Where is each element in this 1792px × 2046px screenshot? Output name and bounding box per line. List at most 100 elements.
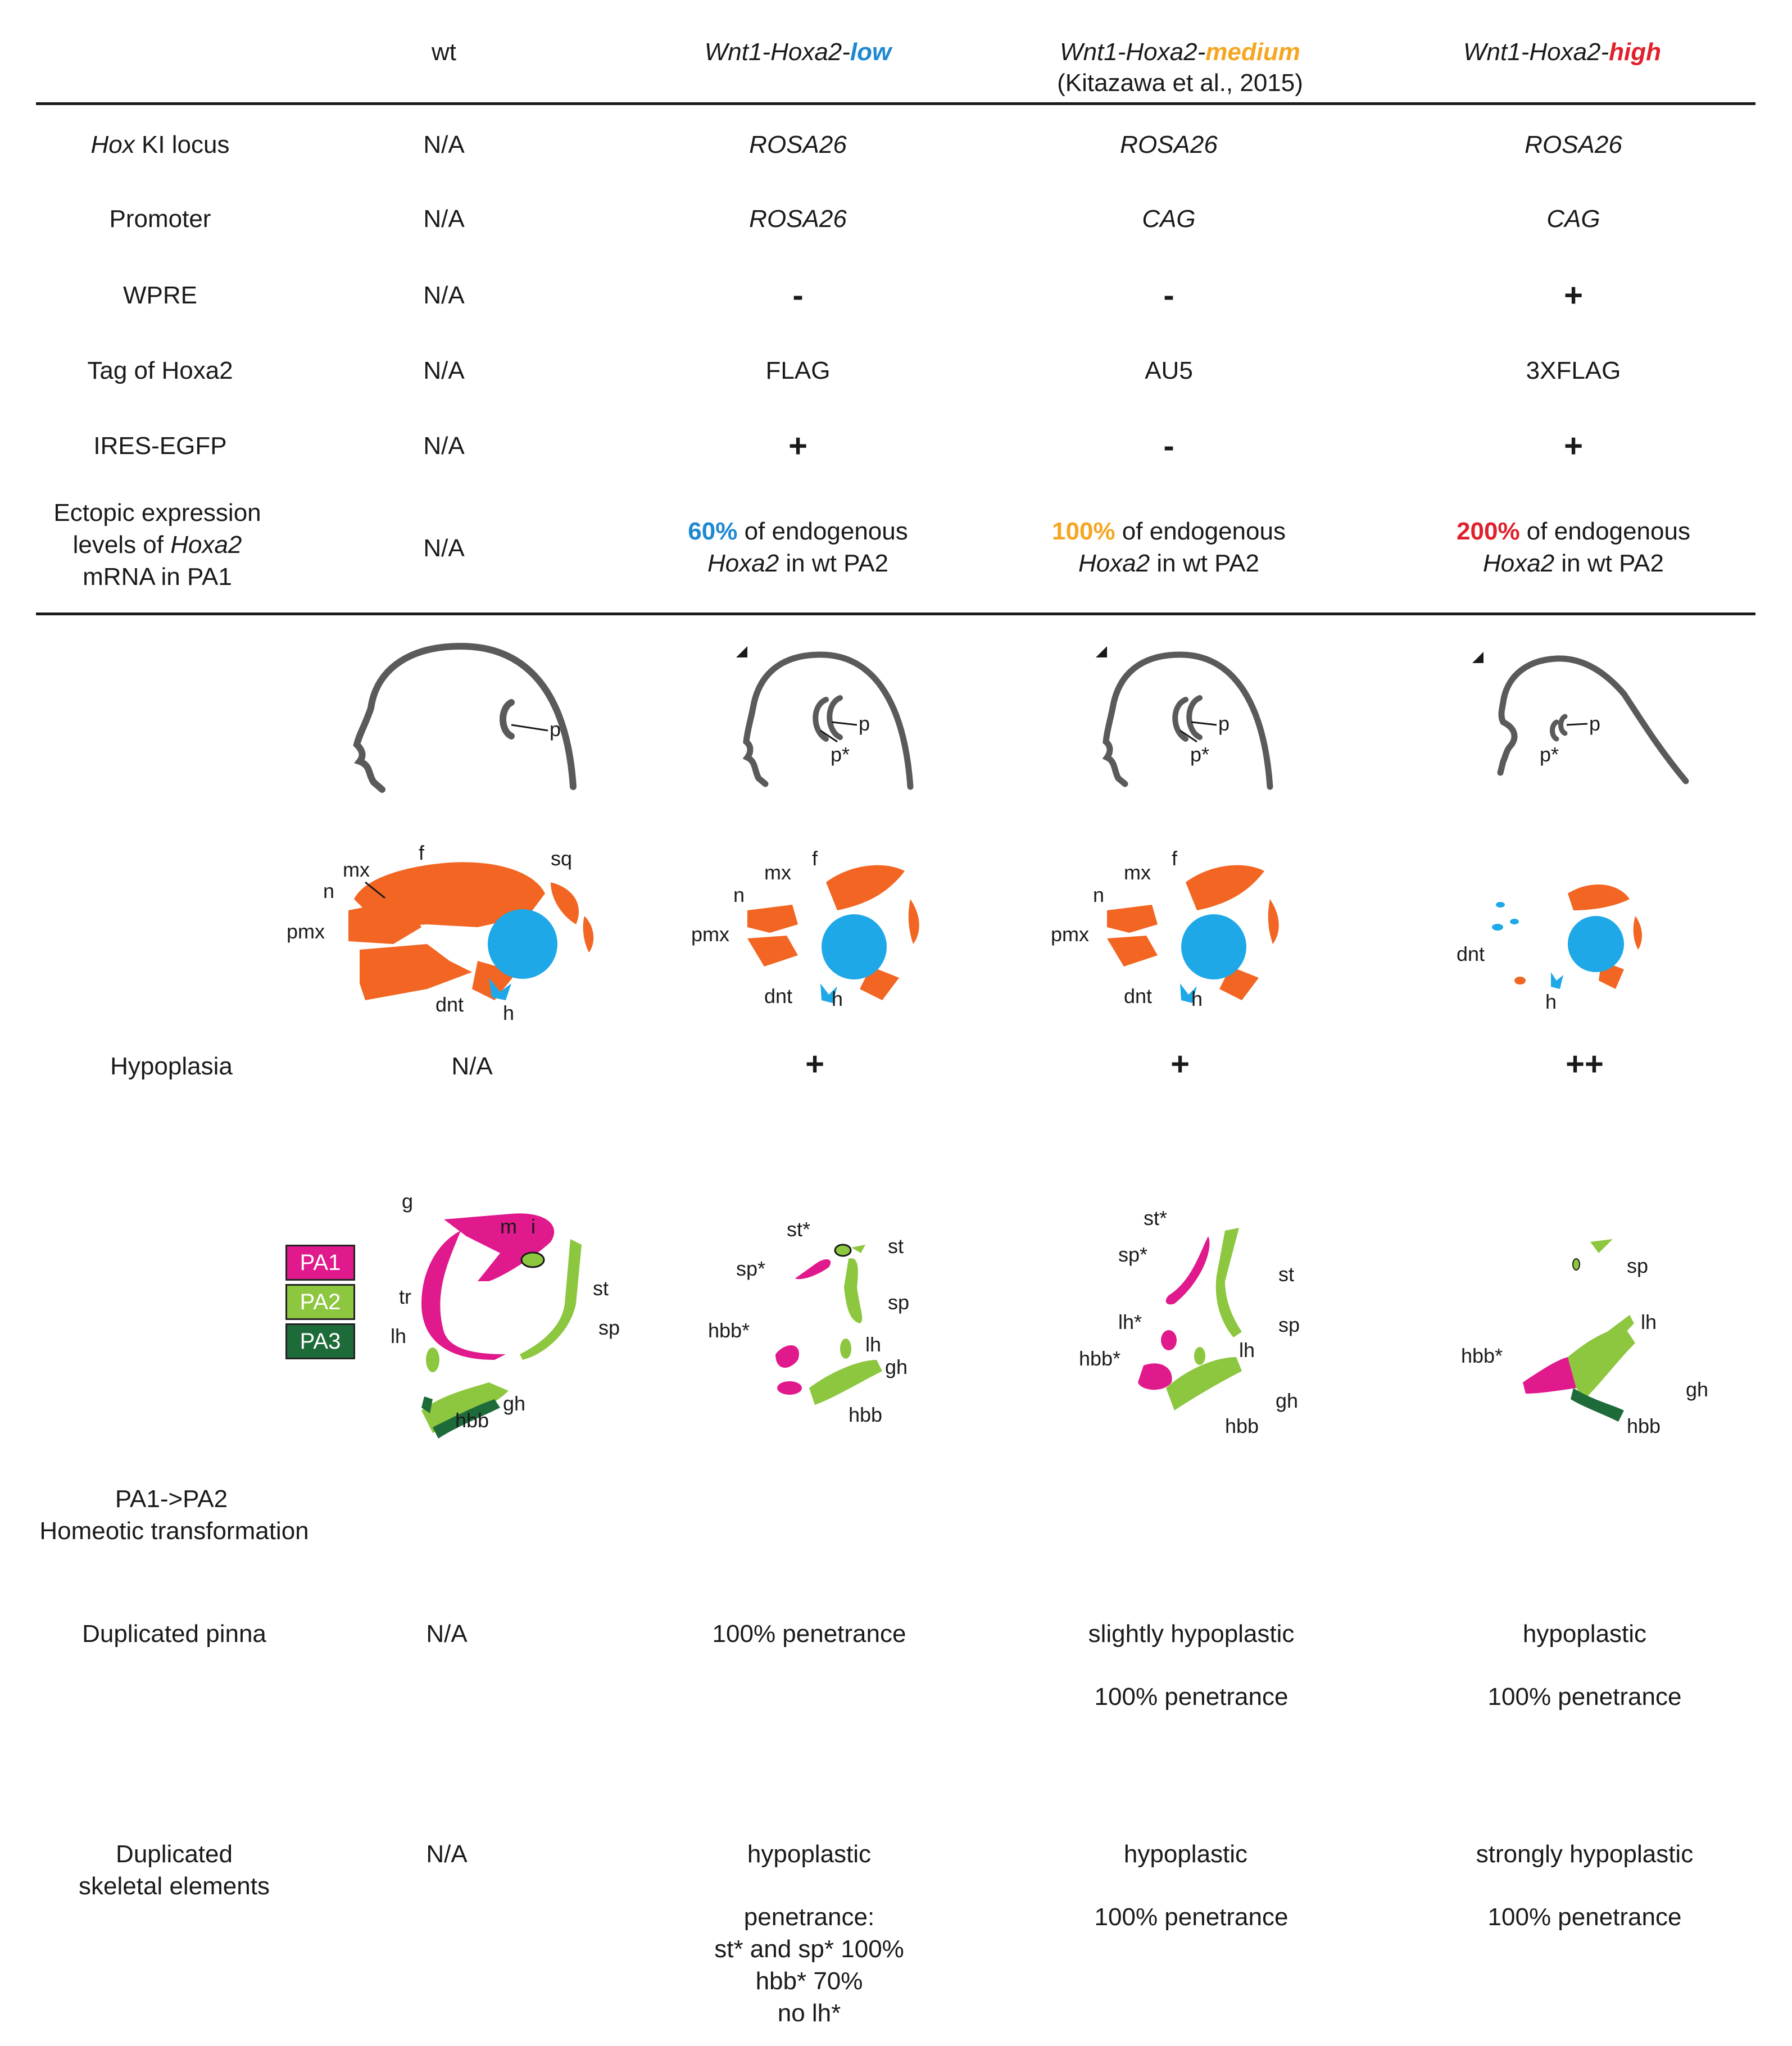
- arch-low-hbbdup: hbb*: [708, 1319, 750, 1342]
- row-pinna-high-a: hypoplastic: [1522, 1620, 1647, 1648]
- row-hox-ki-label-italic: Hox: [90, 131, 135, 158]
- arch-wt: g m i tr st sp lh gh hbb: [391, 1190, 620, 1439]
- row-hypoplasia-high: ++: [1566, 1046, 1604, 1082]
- row-ires-medium: -: [1163, 428, 1174, 464]
- row-ectopic-high-gene: Hoxa2: [1482, 550, 1555, 577]
- row-ires-low: +: [788, 428, 807, 464]
- arch-wt-g: g: [402, 1190, 413, 1213]
- header-high-suffix: high: [1609, 38, 1662, 66]
- row-wpre-high: +: [1564, 277, 1583, 314]
- skull-medium-f: f: [1172, 847, 1178, 870]
- skull-medium-dnt: dnt: [1124, 985, 1152, 1008]
- head-low-p-label: p: [859, 712, 870, 735]
- row-ectopic-high-1: 200% of endogenous: [1410, 516, 1736, 547]
- head-low-pdup-label: p*: [831, 743, 850, 766]
- row-homeotic-label-1: PA1->PA2: [115, 1485, 228, 1513]
- row-ectopic-high-2: Hoxa2 in wt PA2: [1410, 548, 1736, 579]
- header-medium-suffix: medium: [1205, 38, 1300, 66]
- row-pinna-wt: N/A: [426, 1620, 468, 1648]
- row-ectopic-low-of: of endogenous: [737, 518, 908, 545]
- row-ectopic-label-2a: levels of: [72, 531, 171, 559]
- header-low-suffix: low: [850, 38, 892, 66]
- skull-low-f: f: [812, 847, 818, 870]
- row-ectopic-medium-pct: 100%: [1052, 518, 1115, 545]
- row-skeletal-medium-b: 100% penetrance: [1094, 1903, 1289, 1931]
- row-hypoplasia-low: +: [805, 1046, 824, 1082]
- row-skeletal-low-b3: hbb* 70%: [755, 1967, 863, 1995]
- row-tag-low: FLAG: [765, 357, 831, 384]
- arch-high-hbb: hbb: [1627, 1414, 1661, 1437]
- row-pinna-label: Duplicated pinna: [82, 1620, 266, 1648]
- row-hox-ki-label-rest: KI locus: [134, 131, 230, 158]
- arch-low-hbb: hbb: [849, 1403, 882, 1426]
- skull-medium-h: h: [1191, 987, 1203, 1010]
- arch-medium-gh: gh: [1276, 1389, 1298, 1412]
- row-ectopic-high-of: of endogenous: [1519, 518, 1690, 545]
- header-low-prefix: Wnt1-Hoxa2-: [704, 38, 850, 66]
- legend-pa2: PA2: [285, 1284, 355, 1320]
- row-promoter-label: Promoter: [109, 205, 211, 233]
- arch-wt-gh: gh: [503, 1392, 525, 1415]
- row-skeletal-low-b4: no lh*: [777, 1999, 841, 2027]
- skull-low-n: n: [733, 883, 745, 906]
- skull-medium-n: n: [1093, 883, 1104, 906]
- header-wt: wt: [432, 38, 456, 66]
- arch-medium-sp: sp: [1278, 1313, 1300, 1336]
- row-skeletal-high-b: 100% penetrance: [1487, 1903, 1682, 1931]
- row-ectopic-high-in: in wt PA2: [1554, 550, 1664, 577]
- row-wpre-low: -: [792, 277, 804, 314]
- header-high: Wnt1-Hoxa2-high: [1439, 37, 1686, 68]
- row-skeletal-low-b2: st* and sp* 100%: [714, 1935, 904, 1963]
- arch-wt-tr: tr: [399, 1285, 411, 1308]
- skull-high-h: h: [1545, 990, 1557, 1013]
- skull-low-pmx: pmx: [691, 923, 729, 946]
- skull-wt-h: h: [503, 1001, 514, 1024]
- row-skeletal-label-2: skeletal elements: [79, 1872, 270, 1900]
- row-pinna-low: 100% penetrance: [712, 1620, 906, 1648]
- row-skeletal-low-b1: penetrance:: [743, 1903, 875, 1931]
- row-homeotic-label-2: Homeotic transformation: [39, 1517, 309, 1545]
- skull-wt-dnt: dnt: [435, 993, 464, 1016]
- arch-medium-lh: lh: [1239, 1339, 1255, 1362]
- head-outline-low: p p*: [736, 646, 914, 790]
- skull-medium: mx f n pmx dnt h: [1051, 847, 1279, 1010]
- row-ectopic-low-gene: Hoxa2: [707, 550, 779, 577]
- head-medium-pdup-label: p*: [1190, 743, 1209, 766]
- arch-low-spdup: sp*: [736, 1257, 765, 1280]
- row-promoter-wt: N/A: [423, 205, 465, 233]
- row-hox-ki-low: ROSA26: [749, 131, 847, 158]
- row-ectopic-medium-of: of endogenous: [1115, 518, 1286, 545]
- arch-medium-hbb: hbb: [1225, 1414, 1259, 1437]
- head-high-pdup-label: p*: [1540, 743, 1559, 766]
- arch-medium-stdup: st*: [1144, 1206, 1167, 1230]
- head-outline-medium: p p*: [1096, 646, 1273, 790]
- head-wt-p-label: p: [550, 718, 561, 741]
- row-ectopic-medium-gene: Hoxa2: [1078, 550, 1150, 577]
- row-wpre-wt: N/A: [423, 282, 465, 309]
- arch-medium-hbbdup: hbb*: [1079, 1347, 1120, 1370]
- row-tag-wt: N/A: [423, 357, 465, 384]
- arch-high: sp lh hbb* gh hbb: [1461, 1239, 1708, 1437]
- arch-high-sp: sp: [1627, 1254, 1648, 1277]
- row-skeletal-low-a: hypoplastic: [747, 1840, 872, 1868]
- row-hox-ki-wt: N/A: [423, 131, 465, 158]
- arch-low-sp: sp: [888, 1291, 909, 1314]
- row-pinna-high-b: 100% penetrance: [1487, 1683, 1682, 1711]
- row-hox-ki-label: Hox KI locus: [34, 129, 287, 161]
- arch-wt-lh: lh: [391, 1324, 406, 1348]
- skull-wt-mx: mx: [343, 858, 370, 881]
- arch-medium: st* sp* st sp lh* lh hbb* gh hbb: [1079, 1206, 1300, 1437]
- header-medium: Wnt1-Hoxa2-medium: [1034, 37, 1326, 68]
- arch-low-st: st: [888, 1235, 904, 1258]
- row-skeletal-medium-a: hypoplastic: [1123, 1840, 1248, 1868]
- skull-wt: mx f sq n pmx dnt h: [287, 841, 594, 1024]
- skull-wt-f: f: [419, 841, 425, 864]
- row-pinna-medium-b: 100% penetrance: [1094, 1683, 1289, 1711]
- row-ectopic-label-3: mRNA in PA1: [83, 563, 232, 591]
- header-medium-citation: (Kitazawa et al., 2015): [1057, 69, 1303, 97]
- header-high-prefix: Wnt1-Hoxa2-: [1463, 38, 1609, 66]
- arch-wt-st: st: [593, 1277, 609, 1300]
- arch-wt-i: i: [531, 1215, 536, 1238]
- arch-medium-spdup: sp*: [1118, 1243, 1147, 1266]
- arch-wt-hbb: hbb: [455, 1409, 489, 1432]
